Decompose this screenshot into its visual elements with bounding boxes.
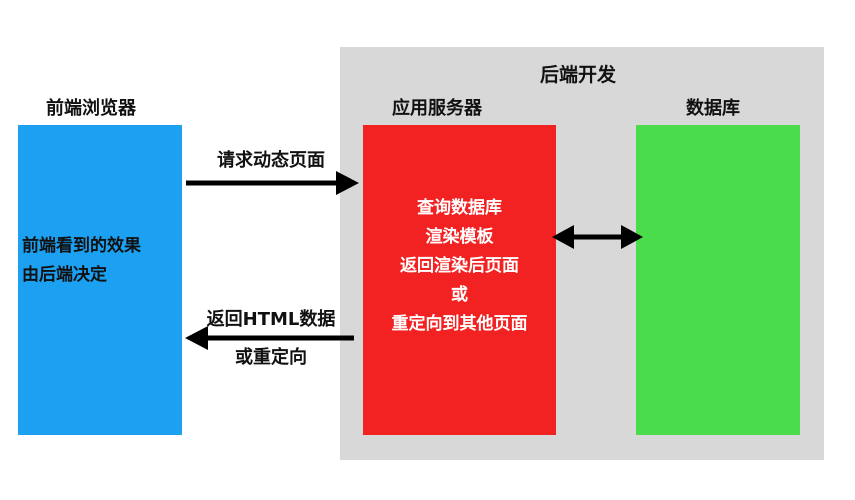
- browser-description-line: 由后端决定: [22, 265, 107, 285]
- request-arrow: [186, 171, 359, 195]
- database-box: [636, 125, 800, 435]
- request-label: 请求动态页面: [217, 150, 325, 171]
- app-db-bidirectional-arrow: [552, 225, 643, 249]
- browser-box: [18, 125, 182, 435]
- app-server-steps: 查询数据库 渲染模板 返回渲染后页面 或 重定向到其他页面: [363, 194, 556, 339]
- response-arrow: [185, 326, 354, 350]
- browser-description-line: 前端看到的效果: [22, 236, 141, 256]
- browser-title: 前端浏览器: [46, 98, 136, 119]
- app-server-step: 或: [451, 285, 468, 305]
- browser-description: 前端看到的效果 由后端决定: [22, 232, 182, 290]
- app-server-step: 渲染模板: [425, 227, 494, 247]
- backend-group-title: 后端开发: [540, 64, 617, 86]
- response-label-line1: 返回HTML数据: [206, 309, 336, 330]
- response-label-line2: 或重定向: [235, 347, 307, 368]
- app-server-step: 返回渲染后页面: [400, 256, 519, 276]
- database-title: 数据库: [686, 98, 740, 119]
- app-server-step: 重定向到其他页面: [391, 314, 528, 334]
- app-server-step: 查询数据库: [417, 198, 502, 218]
- app-server-box: [363, 125, 556, 435]
- app-server-title: 应用服务器: [392, 98, 482, 119]
